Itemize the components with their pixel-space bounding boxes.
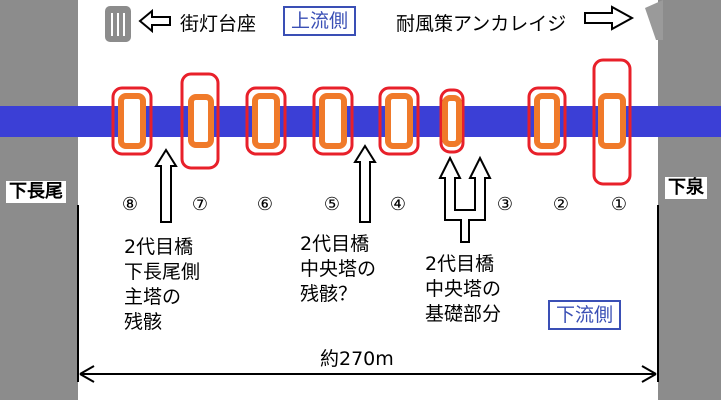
note-line: 中央塔の: [425, 278, 502, 300]
pier-7: [527, 86, 567, 156]
right-bank: [658, 0, 721, 400]
pier-outline: [180, 72, 220, 170]
pier-core: [442, 95, 462, 147]
left-bank-label: 下長尾: [6, 181, 66, 203]
pier-2: [180, 72, 220, 170]
pier-outline: [439, 88, 465, 154]
note-line: 主塔の: [124, 286, 182, 308]
note-main-tower: 2代目橋 下長尾側 主塔の 残骸: [124, 235, 200, 335]
piers-group: [111, 58, 632, 186]
pier-number: ②: [552, 194, 570, 215]
note-line: 残骸: [124, 311, 163, 333]
pier-core: [385, 93, 413, 149]
pier-6: [439, 88, 465, 154]
pier-number: ⑧: [121, 194, 139, 215]
pier-number: ③: [496, 194, 514, 215]
pier-core: [534, 93, 560, 149]
arrow-icon: [641, 365, 657, 383]
arrow-icon: [154, 148, 178, 223]
pier-number: ④: [389, 194, 407, 215]
pier-number: ⑤: [323, 194, 341, 215]
lamp-base-label: 街灯台座: [180, 13, 257, 35]
arrow-icon: [79, 365, 95, 383]
downstream-label: 下流側: [548, 300, 622, 330]
right-bank-label: 下泉: [665, 177, 707, 199]
pier-outline: [527, 86, 567, 156]
anchorage-label: 耐風策アンカレイジ: [396, 13, 567, 35]
note-line: 残骸？: [300, 283, 358, 305]
pier-outline: [592, 58, 632, 186]
span-label: 約270m: [320, 348, 394, 370]
pier-core: [598, 93, 626, 149]
pier-number: ①: [610, 194, 628, 215]
pier-core: [188, 94, 214, 148]
note-line: 2代目橋: [124, 236, 194, 258]
arrow-icon: [138, 8, 171, 34]
pier-core: [118, 93, 146, 149]
arrow-icon: [584, 5, 635, 31]
pier-outline: [378, 86, 420, 156]
arrow-icon: [353, 144, 377, 223]
pier-outline: [111, 86, 153, 156]
pier-number: ⑥: [256, 194, 274, 215]
pier-core: [252, 93, 280, 149]
pier-core: [319, 93, 347, 149]
note-line: 中央塔の: [300, 258, 377, 280]
anchorage-icon: [645, 0, 663, 40]
pier-1: [111, 86, 153, 156]
note-line: 2代目橋: [425, 253, 495, 275]
pier-outline: [312, 86, 354, 156]
note-line: 基礎部分: [425, 303, 502, 325]
pier-4: [312, 86, 354, 156]
pier-outline: [245, 86, 287, 156]
pier-8: [592, 58, 632, 186]
pier-3: [245, 86, 287, 156]
lamp-base-icon: [105, 6, 131, 42]
arrow-icon: [438, 155, 492, 243]
pier-number: ⑦: [191, 194, 209, 215]
note-foundation: 2代目橋 中央塔の 基礎部分: [425, 252, 501, 327]
note-center-tower: 2代目橋 中央塔の 残骸？: [300, 232, 376, 307]
note-line: 下長尾側: [124, 261, 201, 283]
pier-5: [378, 86, 420, 156]
upstream-label: 上流側: [283, 6, 357, 36]
note-line: 2代目橋: [300, 233, 370, 255]
